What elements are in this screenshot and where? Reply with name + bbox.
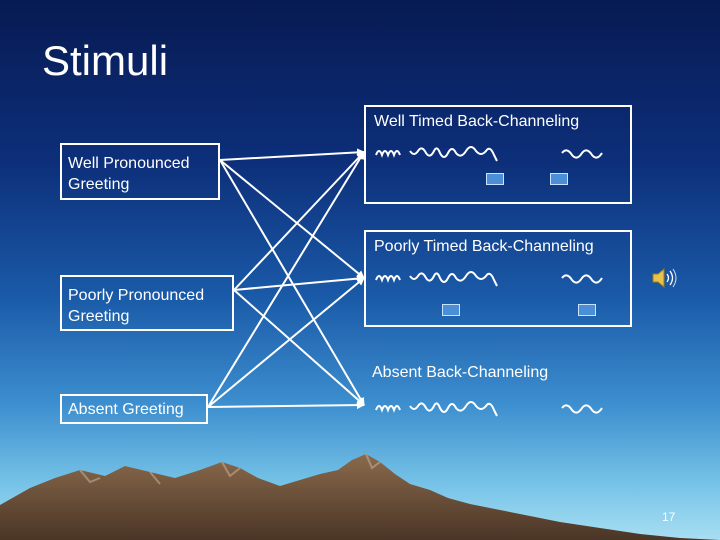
mountain-ridges <box>79 453 381 485</box>
speaker-icon[interactable] <box>651 266 677 290</box>
greeting-label-absent: Absent Greeting <box>68 401 184 418</box>
bc-label-poor: Poorly Timed Back-Channeling <box>374 238 594 255</box>
link-absent-greeting-to-absent-bc <box>207 401 365 410</box>
greeting-box-poor: Poorly Pronounced Greeting <box>60 275 234 331</box>
handwriting-squiggle-icon <box>375 146 603 162</box>
slide-title: Stimuli <box>42 37 169 84</box>
audio-marker-icon <box>486 173 504 185</box>
audio-marker-icon <box>550 173 568 185</box>
bc-box-well: Well Timed Back-Channeling <box>364 105 632 204</box>
link-poor-greeting-to-poor-bc <box>233 274 365 291</box>
link-poor-greeting-to-absent-bc <box>233 289 365 406</box>
link-absent-greeting-to-poor-bc <box>207 277 365 408</box>
bc-label-absent: Absent Back-Channeling <box>372 364 549 381</box>
link-absent-greeting-to-well-bc <box>207 151 365 408</box>
bc-label-well: Well Timed Back-Channeling <box>374 113 580 130</box>
audio-marker-icon <box>578 304 596 316</box>
link-well-greeting-to-poor-bc <box>219 159 365 279</box>
greeting-label-poor: Poorly Pronounced Greeting <box>68 287 205 325</box>
bc-box-poor: Poorly Timed Back-Channeling <box>364 230 632 327</box>
greeting-box-well: Well Pronounced Greeting <box>60 143 220 200</box>
audio-marker-icon <box>442 304 460 316</box>
link-well-greeting-to-absent-bc <box>219 159 365 406</box>
link-well-greeting-to-well-bc <box>219 148 365 161</box>
mountain-silhouette <box>0 454 720 540</box>
handwriting-squiggle-icon <box>375 271 603 287</box>
link-poor-greeting-to-well-bc <box>233 151 365 291</box>
page-number: 17 <box>662 510 676 524</box>
greeting-label-well: Well Pronounced Greeting <box>68 155 190 193</box>
handwriting-squiggle-icon <box>375 401 603 417</box>
greeting-box-absent: Absent Greeting <box>60 394 208 424</box>
